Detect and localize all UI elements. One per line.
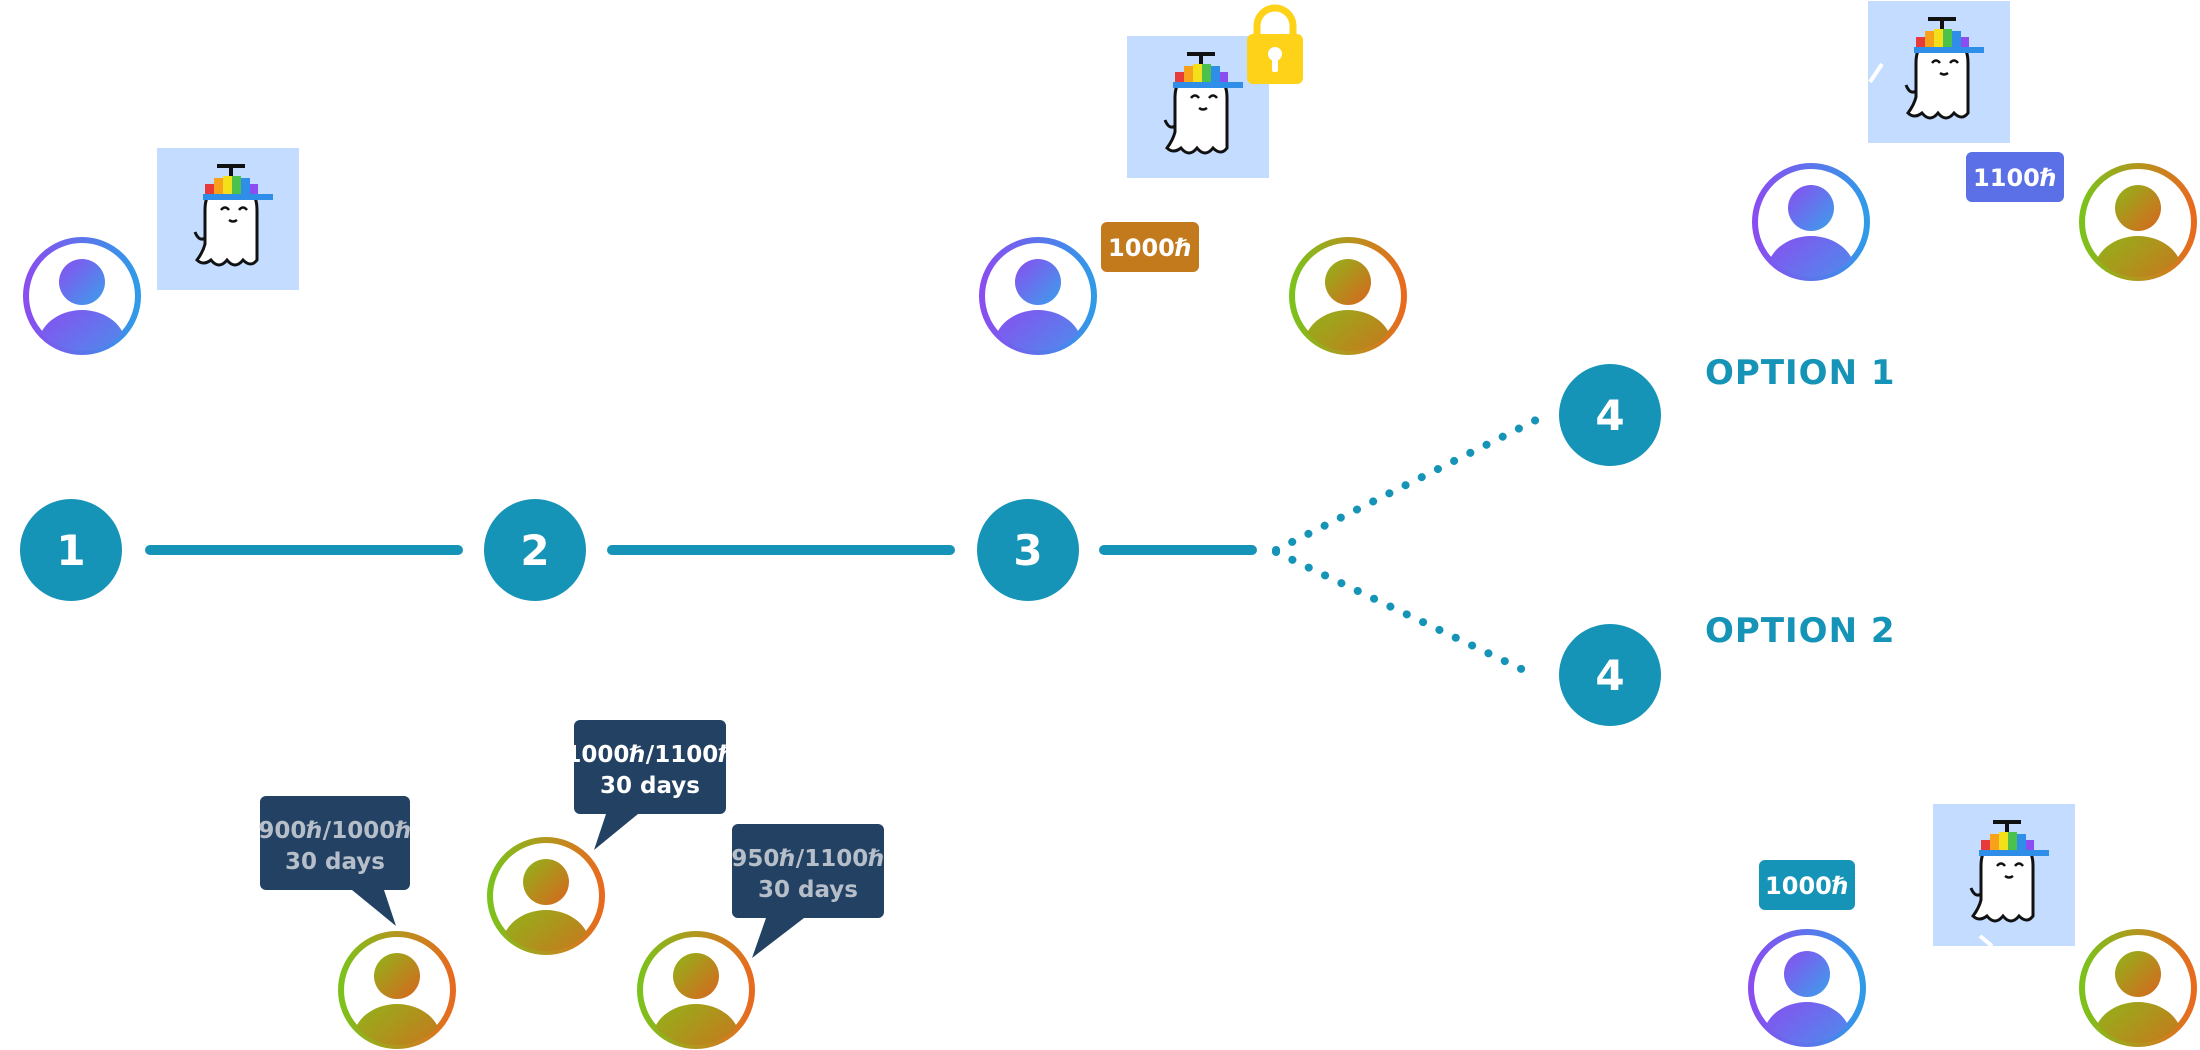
price-tag-2-text: 1100ℏ (1973, 164, 2057, 192)
ghost-nft-icon (155, 146, 301, 292)
bidder-avatar-icon (640, 934, 752, 1050)
bid-bubble-3: 950ℏ/1100ℏ 30 days (731, 824, 885, 958)
bidder-avatar-icon (1292, 240, 1404, 382)
lock-icon (1247, 8, 1303, 84)
step-4-option-1: 4 (1559, 364, 1661, 466)
price-tag-1000-option-2: 1000ℏ (1759, 860, 1855, 910)
step-3-label: 3 (1013, 526, 1042, 575)
transfer-mark (1978, 934, 1994, 948)
price-tag-1000: 1000ℏ (1101, 222, 1199, 272)
transfer-mark (1868, 62, 1884, 84)
bid-2-duration: 30 days (600, 773, 700, 799)
step-2: 2 (484, 499, 586, 601)
bid-1-duration: 30 days (285, 849, 385, 875)
bidder-avatar-icon (341, 934, 453, 1050)
step-4a-label: 4 (1595, 391, 1624, 440)
branch-option-1 (1272, 416, 1540, 554)
bidder-avatar-icon (2082, 166, 2194, 308)
ghost-nft-icon (1866, 0, 2012, 145)
step-4b-label: 4 (1595, 651, 1624, 700)
step-3: 3 (977, 499, 1079, 601)
ghost-nft-icon (1931, 802, 2077, 948)
bidder-avatar-icon (2082, 932, 2194, 1050)
bidder-avatar-icon (490, 840, 602, 982)
step-4-option-2: 4 (1559, 624, 1661, 726)
step-1: 1 (20, 499, 122, 601)
bid-3-duration: 30 days (758, 877, 858, 903)
bid-bubble-1: 900ℏ/1000ℏ 30 days (258, 796, 412, 926)
owner-avatar-icon (26, 240, 138, 382)
price-tag-3-text: 1000ℏ (1765, 872, 1849, 900)
branch-option-2 (1272, 548, 1540, 680)
option-1-label: OPTION 1 (1705, 353, 1896, 393)
bid-bubble-2: 1000ℏ/1100ℏ 30 days (565, 720, 735, 850)
price-tag-1100: 1100ℏ (1966, 152, 2064, 202)
price-tag-1-text: 1000ℏ (1108, 234, 1192, 262)
owner-avatar-icon (1755, 166, 1867, 308)
step-2-label: 2 (520, 526, 549, 575)
bid-2-amount: 1000ℏ/1100ℏ (565, 742, 734, 768)
owner-avatar-icon (982, 240, 1094, 382)
timeline-connectors (145, 416, 1540, 680)
bid-1-amount: 900ℏ/1000ℏ (258, 818, 411, 844)
option-2-label: OPTION 2 (1705, 611, 1896, 651)
owner-avatar-icon (1751, 932, 1863, 1050)
step-1-label: 1 (56, 526, 85, 575)
bid-3-amount: 950ℏ/1100ℏ (731, 846, 884, 872)
